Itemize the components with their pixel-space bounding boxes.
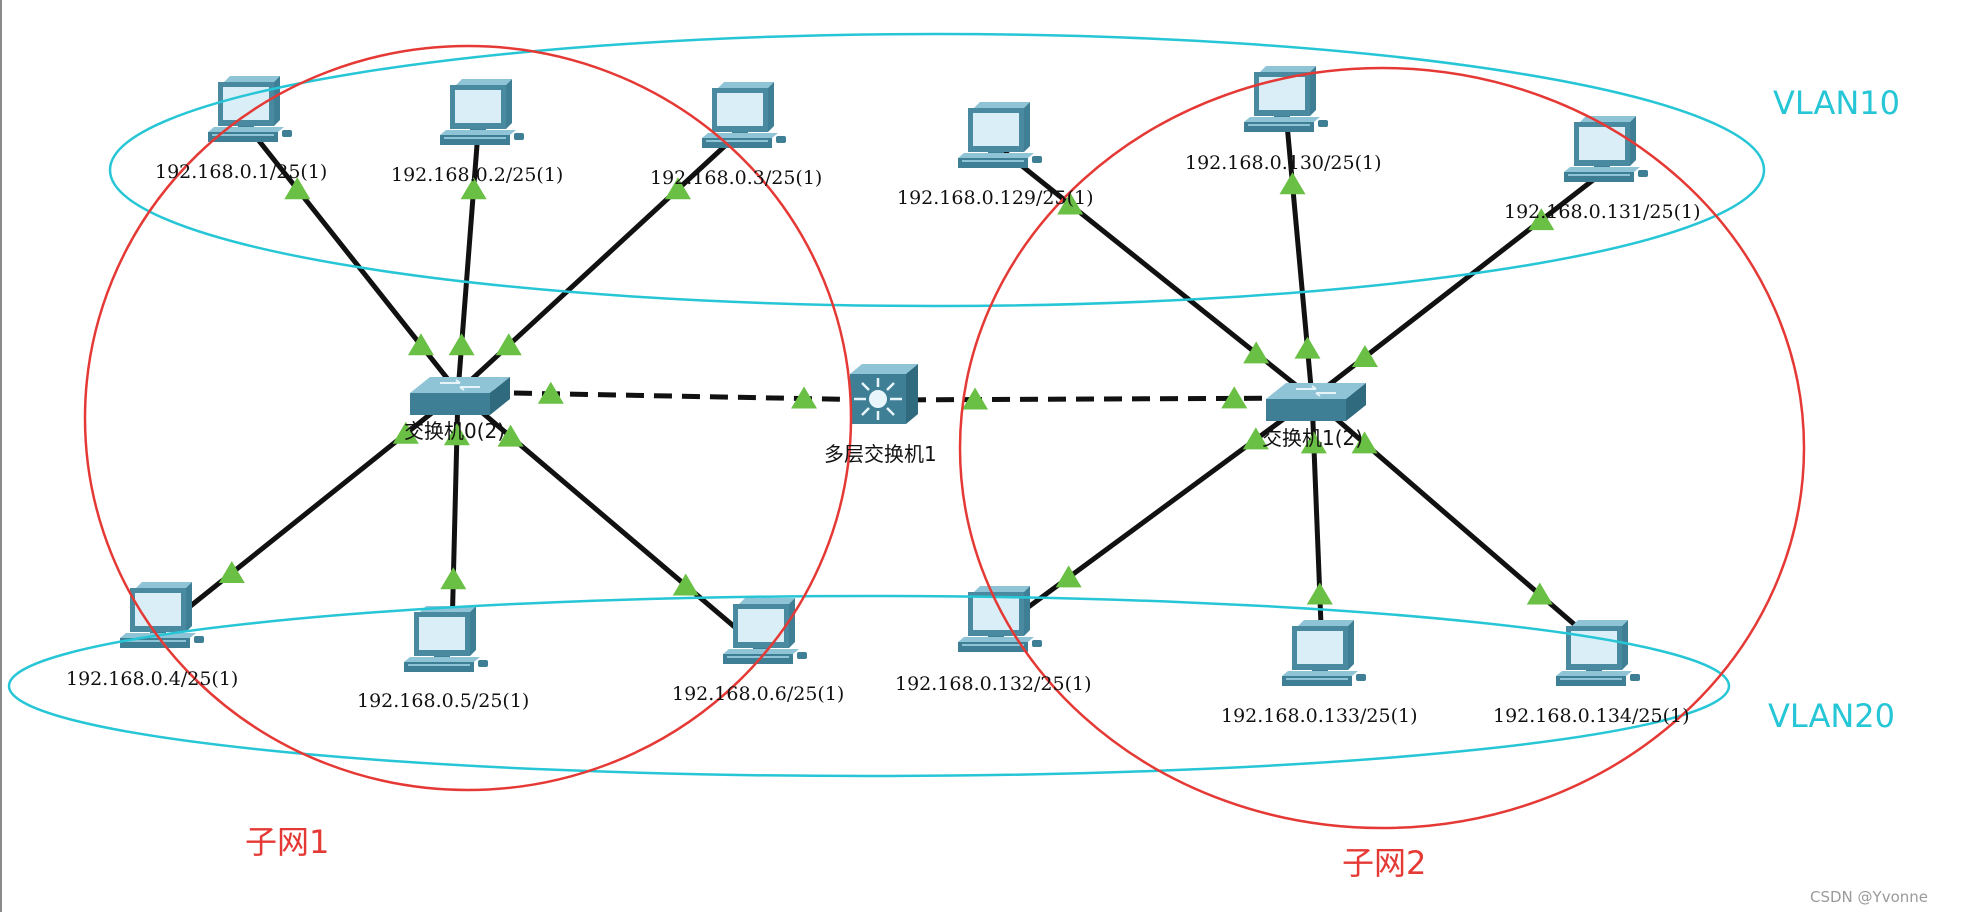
pc130-icon[interactable] — [1244, 66, 1328, 132]
pc3-label: 192.168.0.3/25(1) — [650, 167, 822, 189]
pc5-link-port-a — [440, 567, 467, 590]
vlan10-ellipse — [108, 32, 1766, 308]
pc129-link-port-b — [1243, 341, 1270, 364]
vlan10-label: VLAN10 — [1773, 84, 1900, 122]
pc134-link-port-b — [1351, 431, 1378, 454]
pc130-link-port-b — [1294, 336, 1321, 359]
vlan20-label: VLAN20 — [1768, 697, 1895, 735]
pc129-label: 192.168.0.129/25(1) — [897, 187, 1094, 209]
pc1-link-port-b — [407, 333, 434, 356]
trunk-link-1-port-b — [1221, 386, 1248, 409]
pc6-label: 192.168.0.6/25(1) — [672, 683, 844, 705]
pc132-link-port-a — [1055, 565, 1082, 588]
trunk-link-1 — [879, 395, 1313, 403]
pc131-link-port-b — [1351, 344, 1378, 367]
device-labels: 192.168.0.1/25(1) 192.168.0.2/25(1) 192.… — [66, 152, 1701, 727]
pc1-label: 192.168.0.1/25(1) — [155, 161, 327, 183]
vlan20-ellipse — [7, 594, 1731, 778]
watermark: CSDN @⁠Yvonne⁠ — [1810, 888, 1928, 906]
pc130-label: 192.168.0.130/25(1) — [1185, 152, 1382, 174]
pc6-link-port-b — [497, 424, 524, 447]
switch1-icon[interactable] — [1265, 382, 1367, 422]
pc6-link-port-a — [672, 573, 699, 596]
pc133-label: 192.168.0.133/25(1) — [1221, 705, 1418, 727]
devices-layer — [120, 66, 1648, 686]
trunk-link-0 — [457, 389, 881, 403]
pc133-link-port-a — [1306, 582, 1333, 605]
pc2-link-port-a — [460, 177, 487, 200]
pc129-link-port-a — [1057, 192, 1084, 215]
subnet1-label: 子网1 — [245, 823, 329, 861]
pc131-link-port-a — [1528, 208, 1555, 231]
switch0-icon[interactable] — [409, 376, 511, 416]
pc2-link-port-b — [448, 333, 475, 356]
pc4-icon[interactable] — [120, 582, 204, 648]
pc1-icon[interactable] — [208, 76, 292, 142]
pc134-link-port-a — [1526, 582, 1553, 605]
pc133-link-port-b — [1300, 431, 1327, 454]
pc132-link-port-b — [1242, 427, 1269, 450]
subnet2-label: 子网2 — [1342, 844, 1426, 882]
pc3-icon[interactable] — [702, 82, 786, 148]
pc3-link-port-b — [495, 333, 522, 356]
pc4-label: 192.168.0.4/25(1) — [66, 668, 238, 690]
pc4-link-port-a — [218, 560, 245, 583]
subnet1-circle — [83, 44, 853, 792]
trunk-link-0-port-b — [791, 386, 818, 409]
pc131-label: 192.168.0.131/25(1) — [1504, 201, 1701, 223]
pc1-link-port-a — [284, 177, 311, 200]
pc133-icon[interactable] — [1282, 620, 1366, 686]
pc132-label: 192.168.0.132/25(1) — [895, 673, 1092, 695]
pc134-icon[interactable] — [1556, 620, 1640, 686]
port-indicators — [218, 172, 1555, 605]
pc4-link-port-b — [392, 421, 419, 444]
pc2-icon[interactable] — [440, 79, 524, 145]
pc129-icon[interactable] — [958, 102, 1042, 168]
multilayer-switch-icon[interactable] — [848, 362, 920, 426]
pc2-label: 192.168.0.2/25(1) — [391, 164, 563, 186]
pc3-link-port-a — [664, 177, 691, 200]
switch0-label: 交换机0(2) — [404, 419, 505, 443]
multilayer-switch-label: 多层交换机1 — [824, 442, 937, 466]
subnet2-circle — [958, 66, 1806, 830]
trunk-link-0-port-a — [537, 381, 564, 404]
trunk-link-1-port-a — [962, 387, 989, 410]
switch1-label: 交换机1(2) — [1262, 426, 1363, 450]
pc5-label: 192.168.0.5/25(1) — [357, 690, 529, 712]
grouping-outlines — [7, 32, 1806, 830]
pc130-link-port-a — [1279, 172, 1306, 195]
pc5-link-port-b — [443, 423, 470, 446]
pc134-label: 192.168.0.134/25(1) — [1493, 705, 1690, 727]
pc5-icon[interactable] — [404, 606, 488, 672]
